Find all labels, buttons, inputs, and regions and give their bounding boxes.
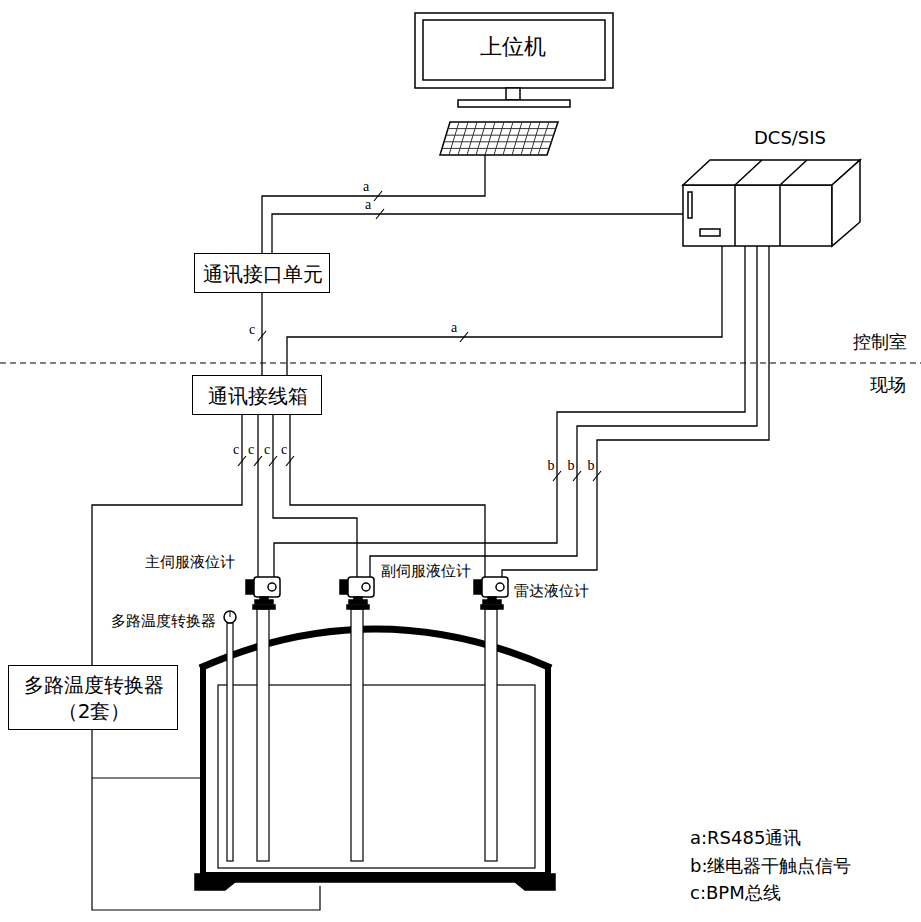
gauge-flange (483, 600, 501, 604)
probe-needle (230, 612, 231, 617)
gauge-flange (255, 600, 273, 604)
gauge-flange (481, 605, 503, 609)
signal-type-letter: a (363, 180, 369, 194)
gauge-cap (474, 580, 482, 594)
host-computer: 上位机 (415, 13, 613, 155)
node-label: 多路温度转换器 (111, 612, 216, 632)
node-label: 副伺服液位计 (381, 562, 471, 582)
probe-gauge (224, 611, 236, 623)
slash-tick (460, 332, 468, 342)
slash-tick (258, 331, 266, 341)
keyboard (440, 122, 558, 155)
legend-text: b:继电器干触点信号 (690, 854, 852, 877)
zone-divider (0, 362, 921, 363)
legend-text: c:BPM总线 (690, 881, 781, 904)
zone-label: 控制室 (853, 330, 907, 353)
cabinet-top (683, 160, 860, 185)
monitor-screen (423, 20, 605, 80)
tank-roof (200, 629, 551, 668)
main-servo-gauge: 主伺服液位计 (246, 577, 282, 610)
monitor-base (458, 100, 570, 107)
cabinet-front (683, 185, 832, 246)
signal-type-letter: b (588, 459, 595, 473)
gauge-flange (253, 605, 275, 609)
radar-pipe (485, 609, 497, 861)
node-label: 雷达液位计 (514, 582, 589, 602)
slash-tick (254, 456, 262, 466)
node-label: 通讯接口单元 (203, 261, 323, 287)
signal-type-letter: c (281, 443, 287, 457)
node-label: 主伺服液位计 (145, 553, 235, 573)
monitor-neck (506, 88, 520, 100)
legend-row: a:RS485通讯 (690, 826, 801, 849)
signal-type-letter: c (233, 443, 239, 457)
monitor-frame (415, 13, 613, 88)
slash-tick (286, 456, 294, 466)
gauge-cap (246, 580, 254, 594)
temperature-converter-box: 多路温度转换器 （2套） (8, 665, 178, 730)
signal-type-letter: b (548, 459, 555, 473)
dcs-sis-cabinet: DCS/SIS (683, 125, 860, 246)
temperature-probe: 多路温度转换器 (224, 611, 236, 623)
signal-type-letter: a (365, 198, 371, 212)
signal-wire (502, 246, 769, 577)
zone-label: 现场 (870, 373, 906, 396)
main-servo-pipe (257, 609, 269, 861)
slash-tick (374, 191, 382, 201)
signal-wire (92, 415, 242, 665)
cabinet-slot (688, 192, 692, 218)
temperature-wire (92, 730, 320, 910)
signal-wire (257, 415, 258, 577)
gauge-body (482, 577, 508, 597)
signal-wire (272, 214, 683, 253)
node-label: 上位机 (480, 33, 546, 62)
node-label: 多路温度转换器 （2套） (19, 672, 169, 724)
signal-wire (262, 155, 485, 253)
signal-wire (261, 293, 262, 375)
signal-type-letter: c (248, 443, 254, 457)
slash-tick (238, 456, 246, 466)
signal-wire (370, 246, 757, 577)
aux-servo-pipe (351, 609, 363, 861)
probe-stem (227, 623, 233, 861)
gauge-cap (340, 580, 348, 594)
slash-tick (269, 456, 277, 466)
slash-tick (376, 209, 384, 219)
signal-type-letter: c (249, 323, 255, 337)
keyboard-keys (442, 122, 556, 155)
gauge-body (348, 577, 374, 597)
signal-wire (274, 246, 745, 577)
signal-wire (287, 246, 722, 375)
node-label: DCS/SIS (754, 126, 826, 149)
signal-wire (273, 415, 357, 577)
signal-type-letter: a (451, 321, 457, 335)
signal-wire (290, 415, 485, 577)
gauge-window (496, 583, 504, 591)
cabinet-dividers (735, 160, 807, 246)
gauge-window (362, 583, 370, 591)
legend-row: c:BPM总线 (690, 881, 781, 904)
gauge-body (254, 577, 280, 597)
gauge-flange (347, 605, 369, 609)
junction-box: 通讯接线箱 (192, 375, 322, 415)
signal-type-letter: b (568, 459, 575, 473)
interface-unit-box: 通讯接口单元 (194, 253, 330, 293)
legend-row: b:继电器干触点信号 (690, 854, 852, 877)
gauge-flange (349, 600, 367, 604)
signal-type-letter: c (264, 443, 270, 457)
tank-base (195, 874, 555, 890)
legend-text: a:RS485通讯 (690, 826, 801, 849)
node-label: 通讯接线箱 (208, 383, 308, 409)
cabinet-panel (700, 229, 720, 236)
cabinet-side (832, 160, 860, 246)
gauge-window (268, 583, 276, 591)
aux-servo-gauge: 副伺服液位计 (340, 577, 376, 610)
radar-gauge: 雷达液位计 (474, 577, 510, 610)
